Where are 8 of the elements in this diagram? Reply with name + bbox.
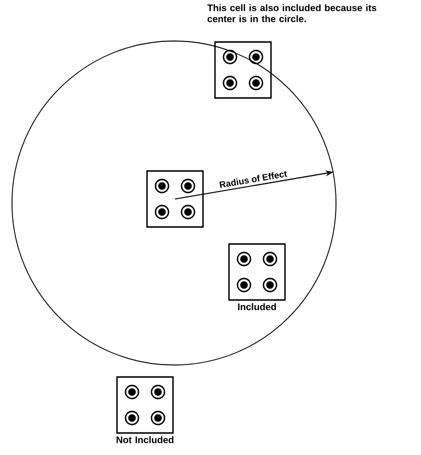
node-label: This cell is also included because its center is in the circle. bbox=[207, 4, 376, 22]
cell-drawing bbox=[228, 243, 286, 301]
circle bbox=[12, 40, 336, 366]
node-label: Included bbox=[238, 303, 276, 310]
node-label: Not Included bbox=[116, 436, 174, 444]
cell-drawing bbox=[146, 170, 204, 228]
cell-drawing bbox=[116, 376, 174, 434]
edge-label: Radius of Effect bbox=[219, 170, 288, 188]
